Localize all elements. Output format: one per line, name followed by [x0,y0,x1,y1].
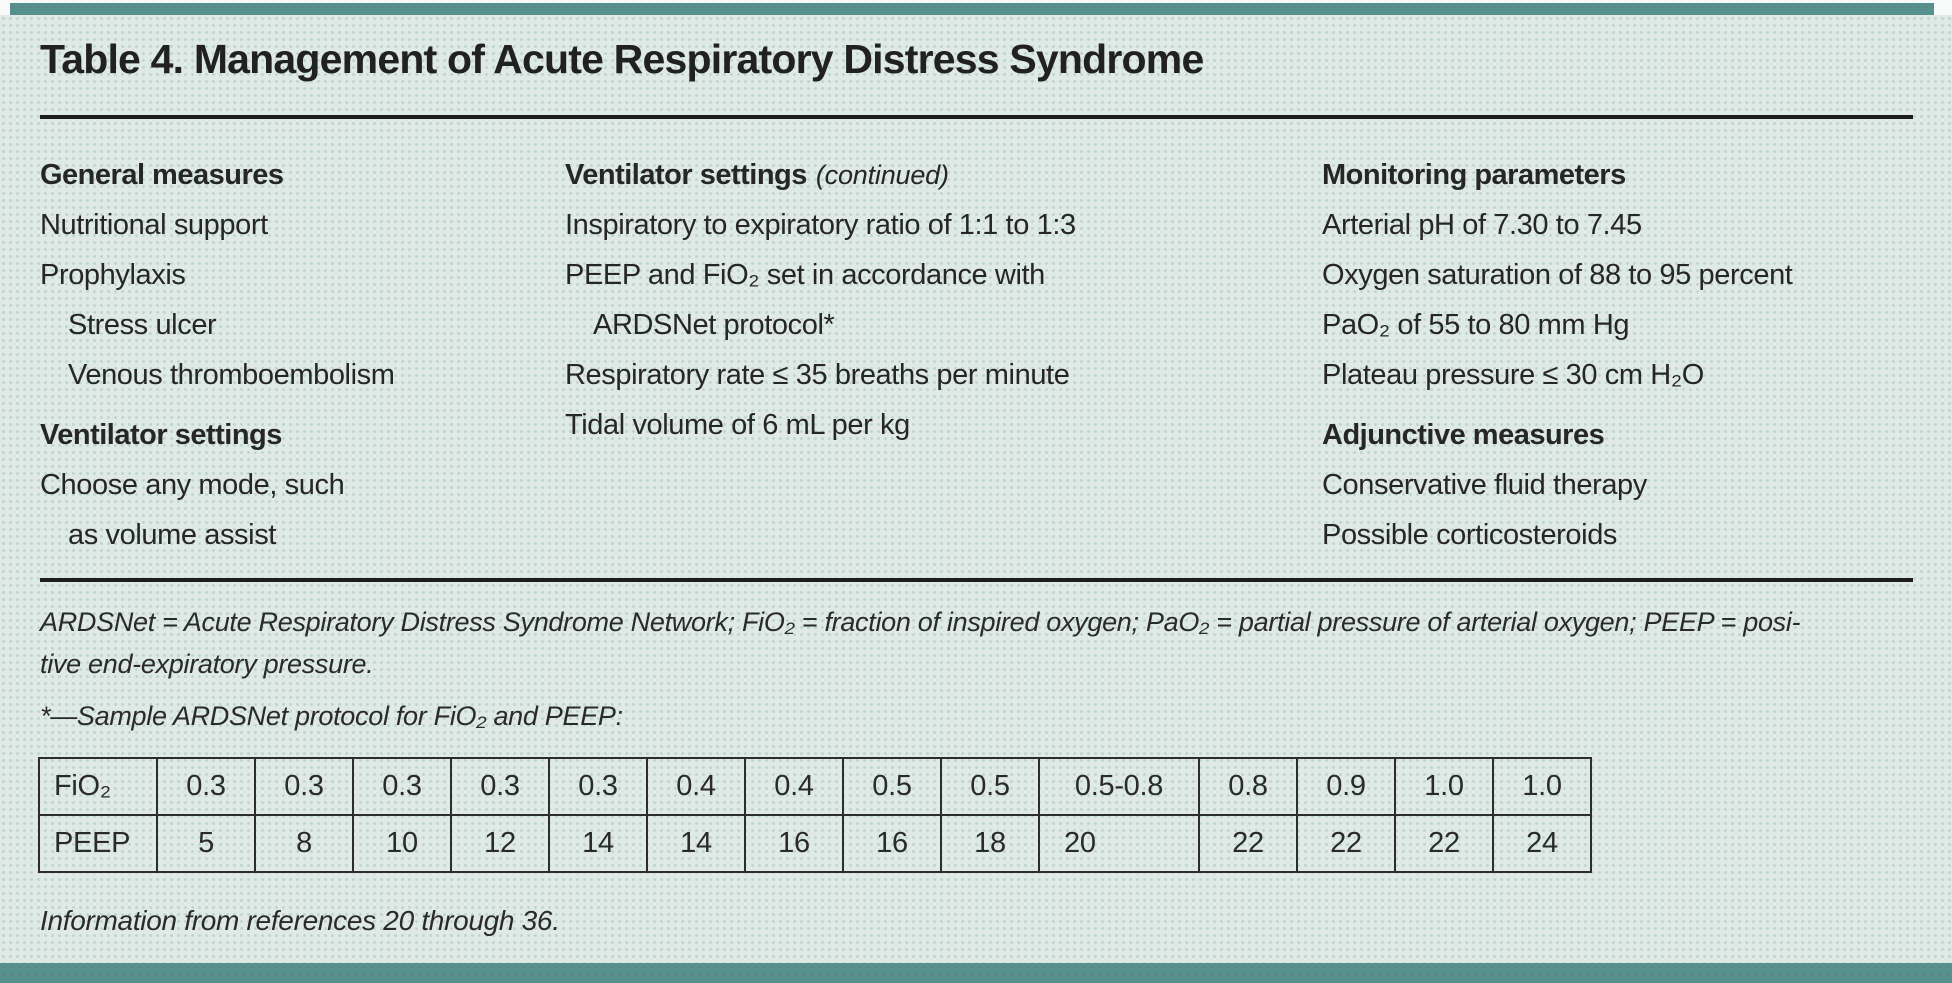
peep-value: 20 [1038,814,1200,873]
peep-value: 22 [1394,814,1494,873]
footnote-divider-rule [40,578,1913,582]
top-accent-bar [10,3,1934,15]
list-item-wrap: ARDSNet protocol* [593,309,835,341]
list-item: Plateau pressure ≤ 30 cm H₂O [1322,359,1704,391]
list-item: PEEP and FiO₂ set in accordance with [565,259,1045,291]
abbreviations-footnote-line2: tive end-expiratory pressure. [40,649,374,679]
section-heading-ventilator-settings: Ventilator settings [40,419,282,451]
section-heading-monitoring-parameters: Monitoring parameters [1322,159,1626,191]
continued-label: (continued) [815,160,949,190]
fio2-value: 0.3 [254,757,354,816]
list-item: Respiratory rate ≤ 35 breaths per minute [565,359,1070,391]
list-item: Possible corticosteroids [1322,519,1618,551]
fio2-value: 0.3 [352,757,452,816]
fio2-value: 0.3 [156,757,256,816]
fio2-value: 0.4 [646,757,746,816]
list-item-indented: Stress ulcer [68,309,217,341]
peep-value: 18 [940,814,1040,873]
peep-value: 5 [156,814,256,873]
peep-value: 10 [352,814,452,873]
fio2-value: 0.5 [940,757,1040,816]
peep-value: 22 [1198,814,1298,873]
list-item: Oxygen saturation of 88 to 95 percent [1322,259,1793,291]
fio2-value: 1.0 [1394,757,1494,816]
fio2-row-label: FiO₂ [38,757,158,816]
abbreviations-footnote-line1: ARDSNet = Acute Respiratory Distress Syn… [40,607,1801,637]
fio2-value: 0.3 [548,757,648,816]
peep-value: 14 [646,814,746,873]
section-heading-ventilator-continued: Ventilator settings [565,159,807,191]
section-heading-adjunctive-measures: Adjunctive measures [1322,419,1605,451]
list-item: Inspiratory to expiratory ratio of 1:1 t… [565,209,1076,241]
list-item: Tidal volume of 6 mL per kg [565,409,910,441]
fio2-value: 0.9 [1296,757,1396,816]
column-general-measures: General measures Nutritional support Pro… [40,150,395,560]
list-item: Conservative fluid therapy [1322,469,1647,501]
peep-value: 8 [254,814,354,873]
fio2-value: 0.5-0.8 [1038,757,1200,816]
peep-value: 22 [1296,814,1396,873]
table-title: Table 4. Management of Acute Respiratory… [40,36,1204,82]
bottom-accent-bar [0,963,1952,983]
list-item: PaO₂ of 55 to 80 mm Hg [1322,309,1630,341]
peep-row-label: PEEP [38,814,158,873]
asterisk-footnote: *—Sample ARDSNet protocol for FiO₂ and P… [40,701,623,731]
section-heading-line: Ventilator settings (continued) [565,150,1076,200]
fio2-value: 1.0 [1492,757,1592,816]
peep-value: 12 [450,814,550,873]
fio2-row: FiO₂ 0.3 0.3 0.3 0.3 0.3 0.4 0.4 0.5 0.5… [38,757,1592,816]
column-monitoring-parameters: Monitoring parameters Arterial pH of 7.3… [1322,150,1793,560]
peep-row: PEEP 5 8 10 12 14 14 16 16 18 20 22 22 2… [38,814,1592,873]
fio2-value: 0.5 [842,757,942,816]
peep-value: 16 [744,814,844,873]
title-divider-rule [40,115,1913,119]
list-item: Choose any mode, such [40,469,345,501]
section-heading-general-measures: General measures [40,159,284,191]
column-ventilator-settings-continued: Ventilator settings (continued) Inspirato… [565,150,1076,450]
list-item-indented: Venous thromboembolism [68,359,395,391]
peep-value: 14 [548,814,648,873]
peep-value: 24 [1492,814,1592,873]
ardsnet-protocol-table: FiO₂ 0.3 0.3 0.3 0.3 0.3 0.4 0.4 0.5 0.5… [38,757,1592,873]
list-item: Nutritional support [40,209,268,241]
fio2-value: 0.4 [744,757,844,816]
peep-value: 16 [842,814,942,873]
fio2-value: 0.8 [1198,757,1298,816]
list-item: Arterial pH of 7.30 to 7.45 [1322,209,1642,241]
list-item: Prophylaxis [40,259,186,291]
source-attribution: Information from references 20 through 3… [40,905,560,936]
footnotes-block: ARDSNet = Acute Respiratory Distress Syn… [40,601,1801,737]
fio2-value: 0.3 [450,757,550,816]
list-item-wrap: as volume assist [68,519,276,551]
